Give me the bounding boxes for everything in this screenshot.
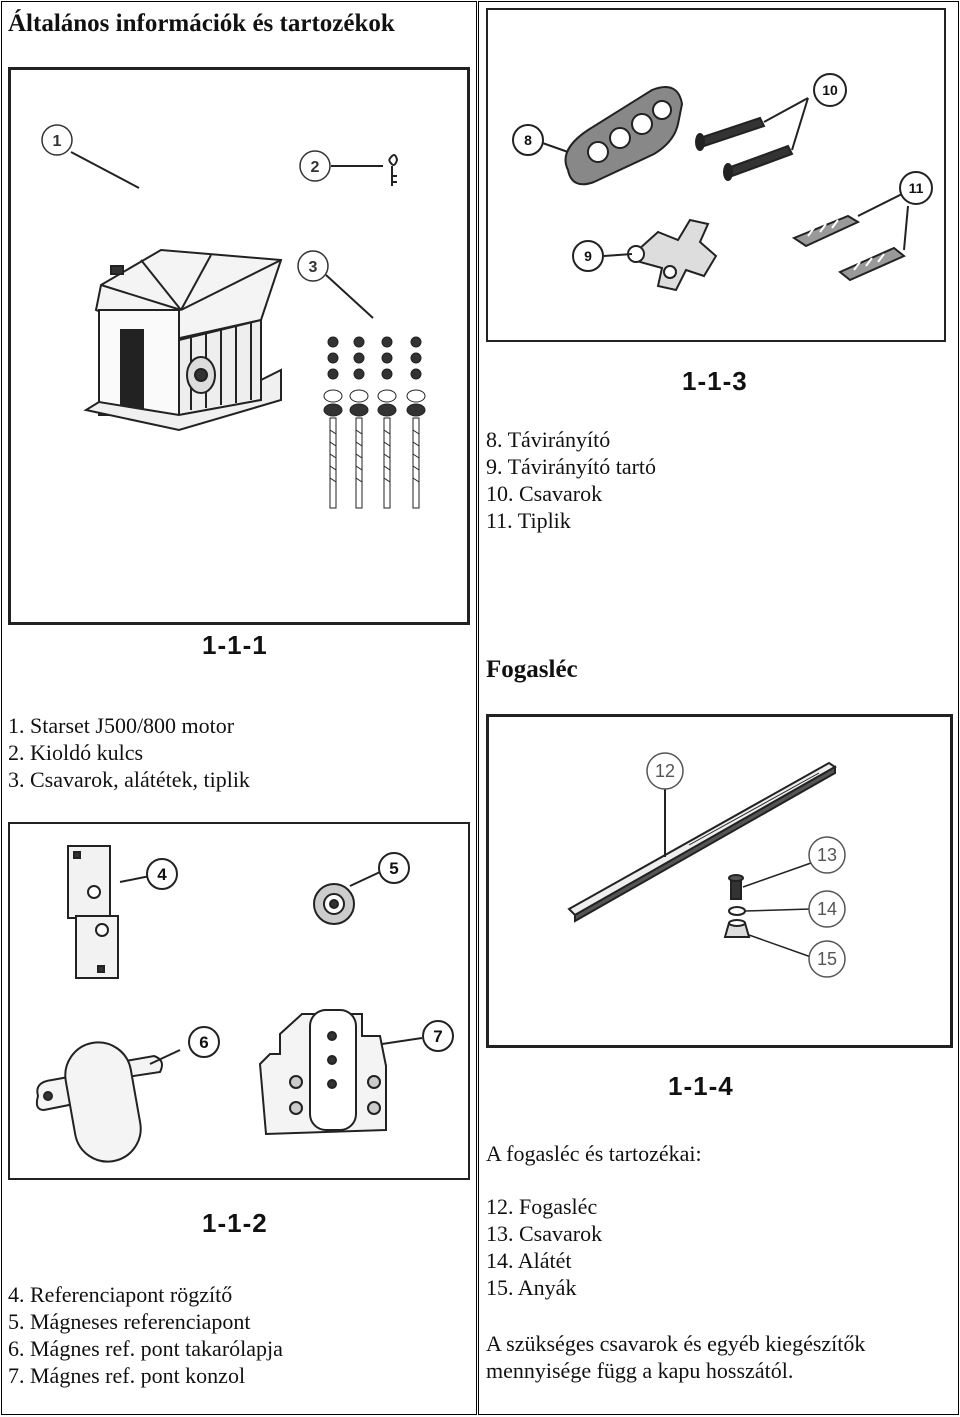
- callout-4: [146, 858, 178, 890]
- remote-illustration: 8 9 10 11: [512, 73, 933, 292]
- list-item: 11. Tiplik: [486, 508, 571, 533]
- figure-rack-box: 12 13 14 15: [486, 714, 953, 1048]
- callout-8-text: 8: [524, 132, 532, 148]
- list-item: 6. Mágnes ref. pont takarólapja: [8, 1336, 283, 1361]
- callout-12-text: 12: [655, 761, 675, 781]
- note-line: mennyisége függ a kapu hosszától.: [486, 1358, 794, 1383]
- figure-motor-box: 1 2 3: [8, 67, 470, 625]
- note-line: A szükséges csavarok és egyéb kiegészítő…: [486, 1331, 866, 1356]
- callout-6: [188, 1026, 220, 1058]
- callout-13: [808, 836, 846, 874]
- reference-parts-list: 4. Referenciapont rögzítő 5. Mágneses re…: [8, 1281, 283, 1389]
- section-title-fogasleck: Fogasléc: [486, 656, 578, 683]
- list-item: 15. Anyák: [486, 1275, 577, 1300]
- list-item: 3. Csavarok, alátétek, tiplik: [8, 767, 250, 792]
- motor-illustration: 1 2 3: [41, 124, 426, 509]
- list-item: 5. Mágneses referenciapont: [8, 1309, 251, 1334]
- callout-11-text: 11: [909, 180, 924, 196]
- callout-12: [646, 752, 684, 790]
- list-item: 10. Csavarok: [486, 481, 603, 506]
- list-item: 1. Starset J500/800 motor: [8, 713, 235, 738]
- callout-8: [512, 124, 544, 156]
- callout-4-text: 4: [157, 865, 167, 884]
- callout-11: [899, 171, 933, 205]
- rack-intro: A fogasléc és tartozékai:: [486, 1141, 702, 1166]
- list-item: 12. Fogasléc: [486, 1194, 598, 1219]
- callout-5: [378, 852, 410, 884]
- callout-7: [422, 1020, 454, 1052]
- rack-illustration: 12 13 14 15: [567, 752, 846, 978]
- callout-2-text: 2: [311, 159, 320, 176]
- callout-3: [297, 250, 329, 282]
- callout-15-text: 15: [817, 949, 837, 969]
- figure-label-1-1-2: 1-1-2: [202, 1208, 268, 1238]
- callout-9-text: 9: [584, 248, 592, 264]
- list-item: 4. Referenciapont rögzítő: [8, 1282, 233, 1307]
- reference-parts-illustration: 4 5 6 7: [35, 845, 454, 1163]
- callout-3-text: 3: [309, 259, 318, 276]
- page-title: Általános információk és tartozékok: [8, 10, 395, 37]
- callout-1-text: 1: [53, 133, 62, 150]
- rack-parts-list: 12. Fogasléc 13. Csavarok 14. Alátét 15.…: [486, 1193, 602, 1301]
- motor-parts-list: 1. Starset J500/800 motor 2. Kioldó kulc…: [8, 712, 250, 793]
- figure-reference-parts-box: 4 5 6 7: [8, 822, 470, 1180]
- callout-5-text: 5: [389, 859, 398, 878]
- callout-2: [299, 150, 331, 182]
- figure-label-1-1-3: 1-1-3: [682, 366, 748, 396]
- callout-9: [572, 240, 604, 272]
- figure-label-1-1-1: 1-1-1: [202, 630, 268, 660]
- list-item: 8. Távirányító: [486, 427, 611, 452]
- callout-1: [41, 124, 73, 156]
- remote-parts-list: 8. Távirányító 9. Távirányító tartó 10. …: [486, 426, 656, 534]
- callout-10: [813, 73, 847, 107]
- callout-10-text: 10: [822, 82, 838, 98]
- callout-14-text: 14: [817, 899, 837, 919]
- callout-15: [808, 940, 846, 978]
- left-column-cell: [1, 1, 477, 1415]
- right-column-cell: [478, 1, 959, 1415]
- list-item: 9. Távirányító tartó: [486, 454, 657, 479]
- list-item: 14. Alátét: [486, 1248, 572, 1273]
- callout-7-text: 7: [433, 1027, 442, 1046]
- list-item: 7. Mágnes ref. pont konzol: [8, 1363, 246, 1388]
- callout-6-text: 6: [199, 1033, 208, 1052]
- figure-remote-box: 8 9 10 11: [486, 8, 946, 342]
- figure-label-1-1-4: 1-1-4: [668, 1071, 734, 1101]
- callout-13-text: 13: [817, 845, 837, 865]
- list-item: 13. Csavarok: [486, 1221, 603, 1246]
- rack-note: A szükséges csavarok és egyéb kiegészítő…: [486, 1330, 865, 1384]
- callout-14: [808, 890, 846, 928]
- list-item: 2. Kioldó kulcs: [8, 740, 144, 765]
